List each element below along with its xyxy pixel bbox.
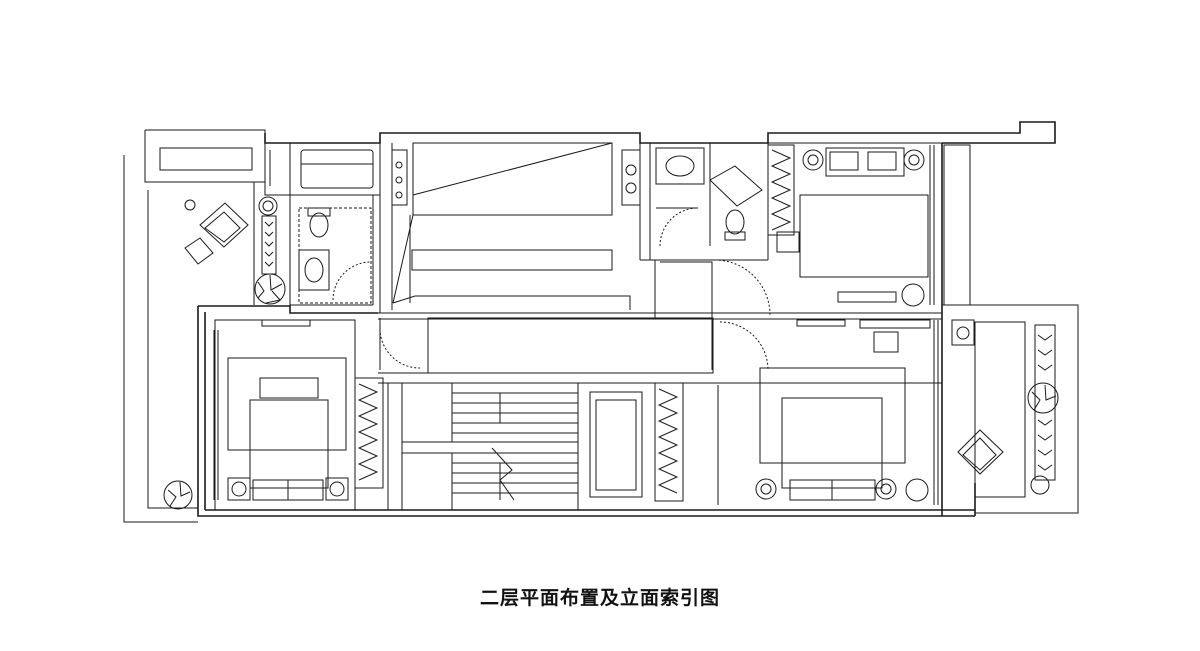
right-terrace xyxy=(942,305,1078,513)
vanity-left xyxy=(299,250,329,290)
toilet-right xyxy=(725,209,745,240)
shrub-right-bottom xyxy=(1031,476,1049,494)
bedroom-top-right xyxy=(768,143,970,306)
shrub-bottom-left xyxy=(164,481,192,509)
planter-left-top xyxy=(259,197,277,215)
plan-linework xyxy=(124,122,1078,522)
lounge-chair-right xyxy=(958,430,1003,474)
lounge-chair-left xyxy=(185,203,248,264)
bed-bottom-left xyxy=(228,358,346,488)
shrub-left xyxy=(255,274,285,304)
bathroom-right xyxy=(650,143,768,260)
toilet-left xyxy=(308,208,330,238)
bathroom-left xyxy=(265,143,380,313)
shrub-right xyxy=(1028,383,1058,413)
bed-bottom-right xyxy=(760,368,905,488)
bedroom-bottom-left xyxy=(214,320,383,510)
planter-strip-right xyxy=(1035,325,1055,480)
central-corridor xyxy=(378,260,942,383)
left-terrace xyxy=(124,130,285,522)
drawing-title: 二层平面布置及立面索引图 xyxy=(479,587,720,609)
staircase xyxy=(388,383,642,510)
bedroom-bottom-right xyxy=(655,320,938,505)
planter-strip-left xyxy=(262,216,276,274)
lounge-void xyxy=(392,143,640,310)
